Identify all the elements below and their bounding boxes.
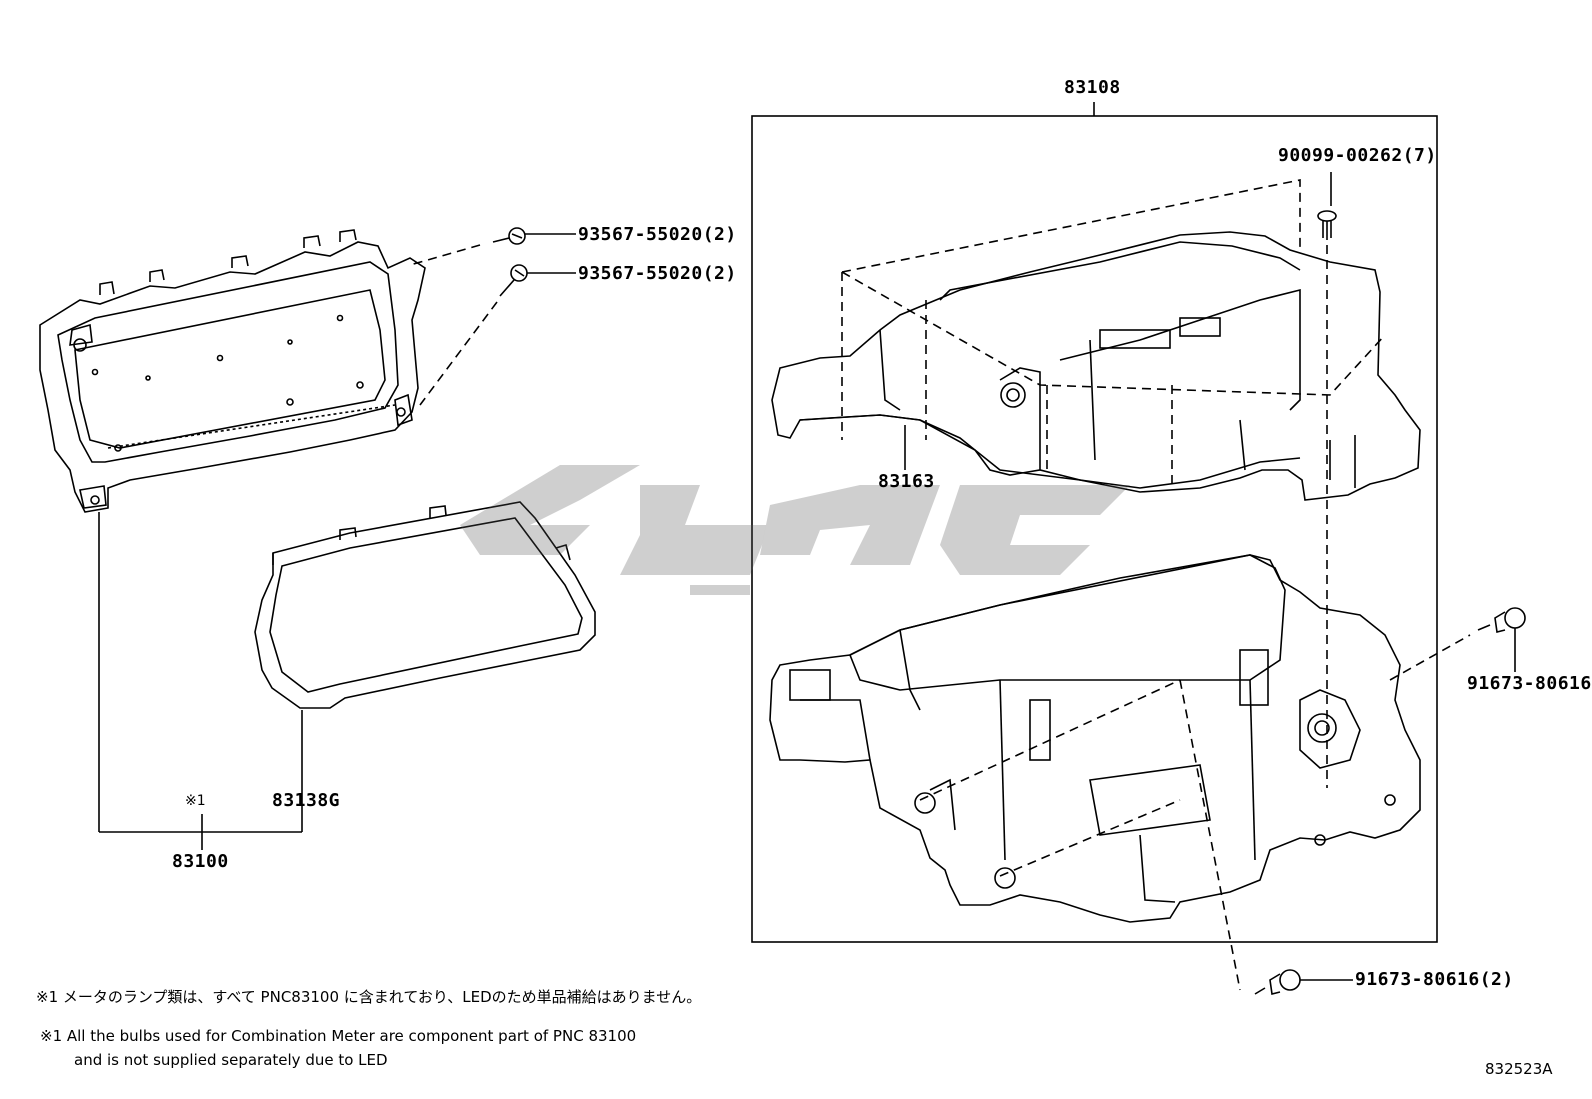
reference-mark: ※1 [185,793,206,809]
screw-91673-a [1477,607,1526,633]
note-japanese: ※1 メータのランプ類は、すべて PNC83100 に含まれており、LEDのため… [36,988,702,1006]
part-label-93567-55020-a: 93567-55020(2) [578,224,737,245]
part-label-83163: 83163 [878,471,935,492]
watermark-logo [460,465,1130,595]
screw-90099 [1317,210,1337,240]
diagram-reference-number: 832523A [1485,1060,1553,1078]
note-english-line-1: ※1 All the bulbs used for Combination Me… [40,1027,637,1045]
screw-93567-b [499,264,528,297]
part-label-90099-00262: 90099-00262(7) [1278,145,1437,166]
part-label-83108: 83108 [1064,77,1121,98]
screw-93567-a [492,227,526,245]
part-label-91673-80616-2: 91673-80616(2) [1355,969,1514,990]
meter-lens-drawing [254,501,596,709]
part-label-91673-80616: 91673-80616 [1467,673,1592,694]
screw-91673-b [1254,969,1301,995]
note-english-line-2: and is not supplied separately due to LE… [74,1051,388,1069]
part-label-83100: 83100 [172,851,229,872]
part-label-93567-55020-b: 93567-55020(2) [578,263,737,284]
part-label-83138G: 83138G [272,790,341,811]
meter-housing-drawing [39,229,426,513]
meter-body-drawing [769,554,1421,923]
